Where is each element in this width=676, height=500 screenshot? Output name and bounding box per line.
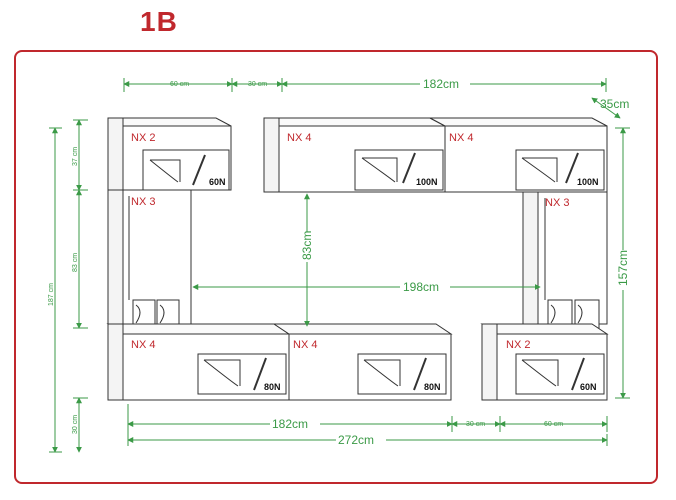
dim-middle-198: 198cm [403,280,439,294]
dim-left-187: 187 cm [48,283,55,306]
drawing-title: 1B [140,6,178,37]
dim-middle-83: 83cm [300,231,314,260]
dim-depth-35: 35cm [600,97,629,111]
label-nx2-bottom-right: NX 2 [506,339,530,351]
label-nx4-bottom-middle: NX 4 [293,339,317,351]
force-nx2-bottom: 60N [580,382,597,392]
dim-bottom-30: 30 cm [466,421,485,428]
dimension-labels: 60 cm 30 cm 182cm 35cm 37 cm 83 cm 187 c… [48,76,630,447]
dim-left-30: 30 cm [72,415,79,434]
lift-insets [142,149,605,395]
dim-left-83: 83 cm [72,253,79,272]
dim-top-60: 60 cm [170,81,189,88]
force-nx4-top-right: 100N [577,177,599,187]
force-nx4-bottom-middle: 80N [424,382,441,392]
dim-left-37: 37 cm [72,147,79,166]
drawing-frame [14,50,658,484]
force-labels: 60N 100N 100N 80N 80N 60N [209,177,599,392]
dim-top-30: 30 cm [248,81,267,88]
dim-bottom-272: 272cm [338,433,374,447]
label-nx4-bottom-left: NX 4 [131,339,155,351]
force-nx4-bottom-left: 80N [264,382,281,392]
dim-right-157: 157cm [616,250,630,286]
dim-line-depth-35 [591,97,621,119]
force-nx2-top: 60N [209,177,226,187]
dim-bottom-182: 182cm [272,417,308,431]
lift-inset-nx4-top-middle [354,149,444,191]
cabinet-nx3-right [522,191,608,333]
cabinet-nx3-left [107,189,192,331]
force-nx4-top-middle: 100N [416,177,438,187]
label-nx4-top-right: NX 4 [449,132,473,144]
lift-inset-nx2-top [142,149,230,191]
label-nx3-left: NX 3 [131,196,155,208]
dim-bottom-60: 60 cm [544,421,563,428]
lift-inset-nx2-bottom [515,353,605,395]
lift-inset-nx4-bottom-middle [357,353,447,395]
dim-top-182: 182cm [423,77,459,91]
label-nx3-right: NX 3 [545,197,569,209]
label-nx2-top-left: NX 2 [131,132,155,144]
lift-inset-nx4-top-right [515,149,605,191]
lift-inset-nx4-bottom-left [197,353,287,395]
label-nx4-top-middle: NX 4 [287,132,311,144]
module-labels: NX 2 NX 3 NX 4 NX 4 NX 3 NX 4 NX 4 NX 2 [131,132,569,351]
